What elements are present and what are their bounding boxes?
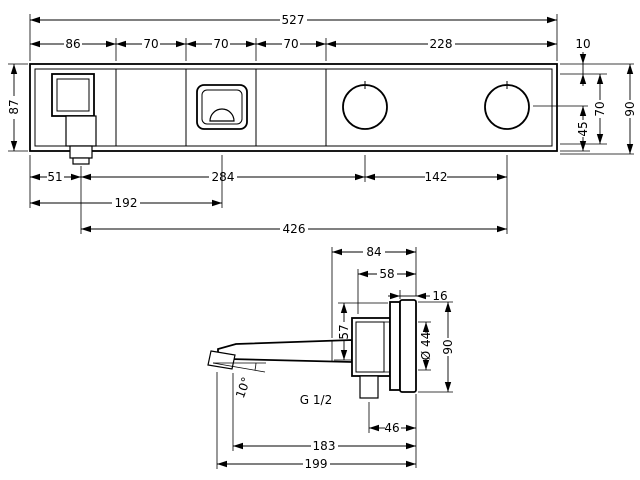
- dim-label-angle: 10°: [233, 375, 253, 400]
- dim-label-527: 527: [282, 13, 305, 27]
- trim-plate: [29, 63, 558, 152]
- dim-right-cluster: 10 70 45 90: [533, 37, 637, 155]
- escutcheon: [389, 301, 401, 391]
- dim-label-10: 10: [575, 37, 590, 51]
- dim-label-87: 87: [7, 99, 21, 114]
- dim-label-90-right: 90: [623, 101, 637, 116]
- dim-side-bottom: 46 183 199: [216, 372, 417, 471]
- dim-label-51: 51: [47, 170, 62, 184]
- dim-height-left: 87: [7, 63, 28, 152]
- dim-label-45: 45: [576, 121, 590, 136]
- dim-overall-width: 527: [29, 13, 558, 61]
- dim-side-right: Ø 44 90: [418, 301, 455, 393]
- dim-label-228: 228: [430, 37, 453, 51]
- dim-label-183: 183: [313, 439, 336, 453]
- dim-bottom-rows: 51 284 142 192 426: [29, 155, 508, 236]
- dim-label-70-right: 70: [593, 101, 607, 116]
- dim-label-70c: 70: [283, 37, 298, 51]
- spout-side-view: [207, 339, 353, 370]
- dim-side-top: 84 58 16: [331, 245, 448, 338]
- dim-label-70a: 70: [143, 37, 158, 51]
- dim-label-70b: 70: [213, 37, 228, 51]
- dim-label-199: 199: [305, 457, 328, 471]
- angle-annotation: 10°: [212, 362, 266, 400]
- dim-label-284: 284: [212, 170, 235, 184]
- dim-module-widths: 86 70 70 70 228: [30, 37, 557, 61]
- thread-label: G 1/2: [300, 393, 332, 407]
- dim-label-192: 192: [115, 196, 138, 210]
- dim-label-diameter: Ø 44: [419, 332, 433, 361]
- thread-stub: [359, 375, 379, 399]
- dim-spout-drop: 57: [334, 302, 388, 361]
- dim-label-426: 426: [283, 222, 306, 236]
- dim-label-90-side: 90: [441, 339, 455, 354]
- thermostat-knob-1: [342, 81, 388, 130]
- handle-square: [51, 73, 95, 117]
- wall-plate: [399, 299, 417, 393]
- aerator: [207, 350, 236, 370]
- dim-label-16: 16: [432, 289, 447, 303]
- dim-label-46: 46: [384, 421, 399, 435]
- thread-size-label: G 1/2: [300, 393, 332, 407]
- spout-top-view: [65, 115, 97, 165]
- valve-body: [351, 317, 391, 377]
- selector-button: [196, 84, 248, 130]
- thermostat-knob-2: [484, 81, 530, 130]
- dim-label-142: 142: [425, 170, 448, 184]
- dim-label-58: 58: [379, 267, 394, 281]
- dim-label-57: 57: [337, 324, 351, 339]
- dim-label-86: 86: [65, 37, 80, 51]
- dim-label-84: 84: [366, 245, 381, 259]
